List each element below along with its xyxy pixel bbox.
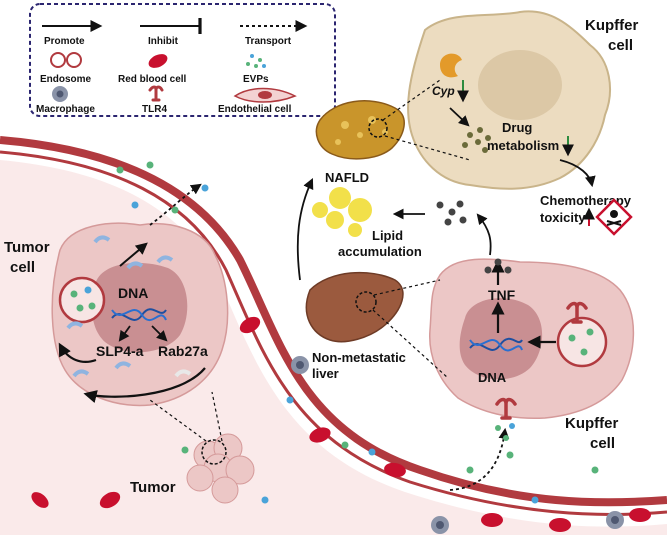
nafld-liver: NAFLD [315, 100, 405, 185]
tumor-cell-label-1: Tumor [4, 239, 50, 256]
dna-left-icon [111, 308, 167, 322]
liver-zoom-circle [355, 291, 377, 313]
red-blood-cell-icon [148, 54, 168, 68]
recycle-arrow-to-membrane [83, 367, 206, 403]
nonmet-label-1: Non-metastatic [312, 350, 406, 365]
macrophage-3 [606, 511, 624, 529]
dna-right-label: DNA [478, 370, 507, 385]
drug-metabolism-label-2: metabolism [487, 138, 559, 153]
dna-to-slp4a-arrow [118, 325, 131, 342]
liver-zoom-line-1 [373, 279, 441, 296]
slp4a-label: SLP4-a [96, 343, 144, 359]
slp4a-to-membrane-arrow [58, 342, 97, 363]
nonmet-label-2: liver [312, 366, 339, 381]
legend-tlr4: TLR4 [142, 104, 167, 115]
red-blood-cells [31, 316, 651, 532]
kupffer-top-label-1: Kupffer [585, 17, 638, 34]
tnf-label: TNF [488, 287, 516, 303]
evps-icon [246, 54, 266, 68]
tumor-release-transport [149, 183, 202, 226]
tlr4-receptor-top [566, 301, 588, 324]
legend-transport: Transport [245, 36, 292, 47]
cyp-label: Cyp [432, 84, 455, 98]
nafld-zoom-line-2 [384, 135, 471, 161]
macrophages [291, 356, 624, 534]
toxic-hazard-icon [595, 198, 633, 236]
legend-macrophage: Macrophage [36, 104, 95, 115]
legend: Promote Inhibit Transport Endosome Red b… [29, 3, 336, 117]
tnf-top-particles [484, 258, 512, 274]
lipid-droplets-icon [312, 187, 372, 237]
rbc-3 [384, 462, 406, 478]
nafld-zoom-circle [368, 118, 388, 138]
chemo-label-2: toxicity [540, 210, 586, 225]
tumor-endosome [58, 276, 106, 324]
evp-transport-dots [495, 423, 515, 441]
dna-right-icon [469, 337, 523, 352]
rbc-6 [629, 508, 651, 522]
endosome-icon [50, 52, 82, 68]
liver-zoom-line-2 [372, 309, 449, 379]
lipid-label-2: accumulation [338, 244, 422, 259]
evp-dots [106, 161, 599, 504]
liver-to-nafld-arrow [296, 178, 314, 281]
legend-evps: EVPs [243, 74, 269, 85]
macrophage-icon [52, 86, 68, 102]
vessel-to-kupffer-transport [449, 427, 510, 491]
non-metastatic-liver: Non-metastatic liver [305, 271, 406, 381]
macrophage-1 [291, 356, 309, 374]
rbc-8 [31, 492, 49, 508]
tlr4-icon [148, 85, 164, 102]
kupffer-cell-top: Cyp Kupffer cell Drug metabolism [407, 10, 638, 190]
tnf-to-evp-arrow [476, 213, 492, 256]
legend-endothelial-cell: Endothelial cell [218, 104, 292, 115]
tumor-cell: Tumor cell DNA SLP4-a Rab27a [4, 222, 229, 407]
vesicle-markers [66, 235, 192, 378]
kupffer-top-nucleus [478, 50, 562, 120]
endothelial-cell-icon [233, 87, 297, 103]
rbc-7 [99, 491, 121, 509]
tumor-cell-label-2: cell [10, 259, 35, 276]
macrophage-2 [431, 516, 449, 534]
kupffer-cell-bottom: DNA TNF Kupffer cell [429, 258, 635, 452]
tumor-zoom-line-2 [211, 391, 223, 442]
membrane-up-arrow [119, 242, 148, 267]
tumor-zoom-circle [201, 439, 227, 465]
tnf-particles [436, 200, 467, 226]
kupffer-bottom-label-2: cell [590, 435, 615, 452]
cyp-enzyme-icon [440, 53, 462, 78]
drug-particles [462, 127, 491, 153]
tumor-mass: Tumor [130, 433, 255, 504]
tumor-label: Tumor [130, 479, 176, 496]
rbc-2 [309, 427, 331, 443]
tlr4-receptor-bottom [495, 397, 517, 420]
legend-endosome: Endosome [40, 74, 92, 85]
kupffer-endosome [556, 316, 608, 368]
dna-to-rab27a-arrow [151, 325, 168, 342]
drug-metabolism-label-1: Drug [502, 120, 532, 135]
kupffer-top-label-2: cell [608, 37, 633, 54]
rbc-1 [239, 316, 261, 334]
cyp-to-drug-arrow [449, 107, 470, 127]
legend-inhibit: Inhibit [148, 36, 179, 47]
kupffer-bottom-label-1: Kupffer [565, 415, 618, 432]
rbc-4 [481, 513, 503, 527]
lipid-label-1: Lipid [372, 228, 403, 243]
rbc-5 [549, 518, 571, 532]
legend-red-blood-cell: Red blood cell [118, 74, 187, 85]
drug-to-chemo-arrow [559, 159, 596, 188]
legend-promote: Promote [44, 36, 85, 47]
rab27a-label: Rab27a [158, 343, 208, 359]
nafld-label: NAFLD [325, 170, 369, 185]
dna-left-label: DNA [118, 285, 148, 301]
